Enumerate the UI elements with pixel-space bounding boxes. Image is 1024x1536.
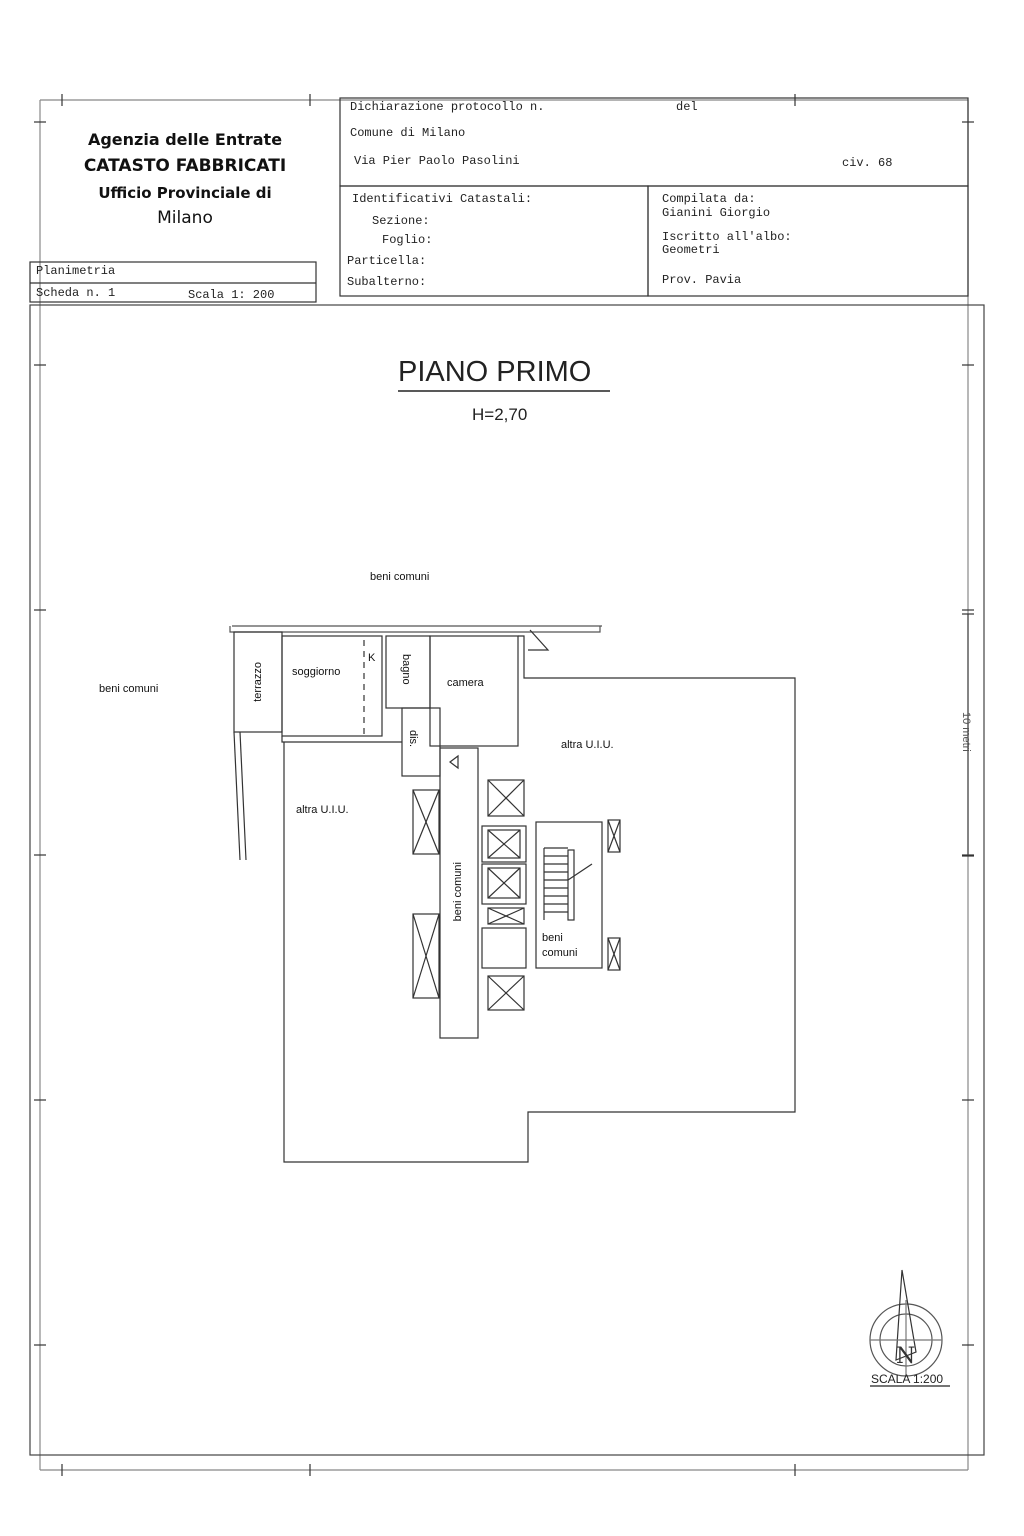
label-beni-comuni-stair-1: beni [542, 932, 563, 944]
label-altra-uiu-right: altra U.I.U. [561, 739, 614, 751]
ufficio-label: Ufficio Provinciale di [98, 184, 272, 202]
civic-number: civ. 68 [842, 156, 893, 170]
label-beni-comuni-corridor: beni comuni [452, 862, 464, 922]
sezione-label: Sezione: [372, 214, 430, 228]
identificativi-label: Identificativi Catastali: [352, 192, 533, 206]
label-beni-comuni-top: beni comuni [370, 571, 430, 583]
catasto-title: CATASTO FABBRICATI [83, 156, 287, 176]
label-bagno: bagno [400, 654, 412, 685]
label-kitchen: K [368, 652, 376, 664]
province: Prov. Pavia [662, 273, 742, 287]
subalterno-label: Subalterno: [347, 275, 427, 289]
plan-title: PIANO PRIMO [398, 356, 592, 388]
scale-bar-label: 10 metri [960, 712, 972, 752]
compilata-label: Compilata da: [662, 192, 756, 206]
label-disimpegno: dis. [407, 730, 419, 748]
foglio-label: Foglio: [382, 233, 433, 247]
scheda-number: Scheda n. 1 [36, 286, 116, 300]
label-beni-comuni-left: beni comuni [99, 683, 159, 695]
north-arrow-icon: N [896, 1344, 916, 1369]
label-camera: camera [447, 677, 484, 689]
label-soggiorno: soggiorno [292, 666, 341, 678]
del-label: del [676, 100, 698, 114]
ufficio-city: Milano [157, 208, 213, 228]
protocol-label: Dichiarazione protocollo n. [350, 100, 545, 114]
label-altra-uiu-left: altra U.I.U. [296, 804, 349, 816]
comune: Comune di Milano [350, 126, 466, 140]
plan-height: H=2,70 [472, 405, 528, 424]
compilata-name: Gianini Giorgio [662, 206, 771, 220]
agency-name: Agenzia delle Entrate [87, 130, 283, 149]
scheda-scale: Scala 1: 200 [188, 288, 275, 302]
label-beni-comuni-stair-2: comuni [542, 947, 578, 959]
iscritto-value: Geometri [662, 243, 720, 257]
scale-label: SCALA 1:200 [871, 1372, 944, 1386]
planimetria-label: Planimetria [36, 264, 116, 278]
iscritto-label: Iscritto all'albo: [662, 230, 792, 244]
label-terrazzo: terrazzo [252, 662, 264, 702]
address: Via Pier Paolo Pasolini [354, 154, 520, 168]
particella-label: Particella: [347, 254, 427, 268]
